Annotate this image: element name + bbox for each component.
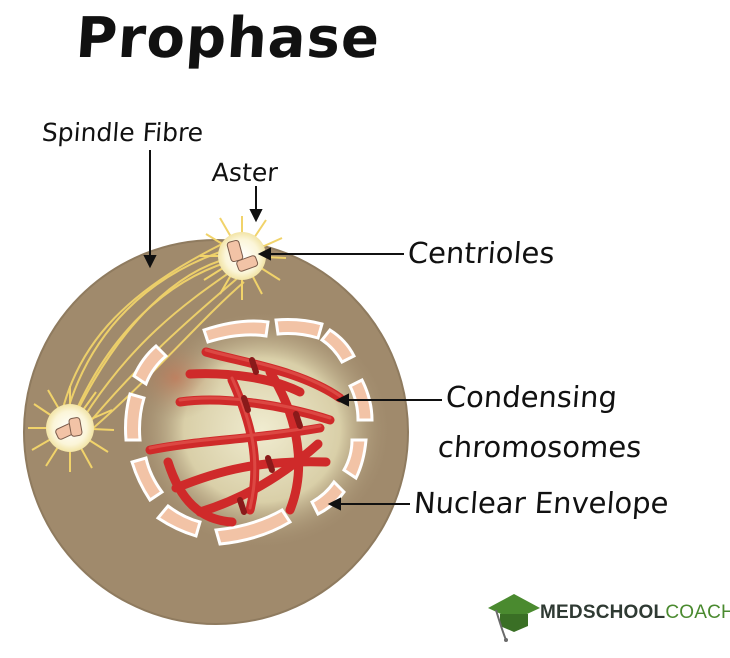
nuclear-envelope: [124, 318, 374, 546]
spindle-fibre-label: Spindle Fibre: [40, 118, 205, 147]
logo-wordmark: MEDSCHOOLCOACH: [540, 602, 730, 624]
medschoolcoach-logo: [488, 594, 540, 642]
aster-label: Aster: [210, 158, 279, 187]
aster-left: [28, 386, 115, 472]
logo-text-coach: COACH: [665, 602, 730, 623]
chromosomes: [145, 347, 345, 527]
chromosomes-label: chromosomes: [436, 430, 643, 464]
graduation-cap-icon: [488, 594, 540, 642]
centriole-icon: [55, 417, 83, 440]
centrioles-label: Centrioles: [406, 236, 556, 270]
logo-text-med: MEDSCHOOL: [540, 602, 666, 623]
nuclear-envelope-label: Nuclear Envelope: [412, 486, 670, 520]
centriole-icon: [226, 239, 259, 272]
pointer-lines: [143, 150, 442, 511]
aster-top: [200, 216, 287, 300]
condensing-label: Condensing: [444, 380, 619, 414]
spindle-fibres: [61, 243, 245, 437]
